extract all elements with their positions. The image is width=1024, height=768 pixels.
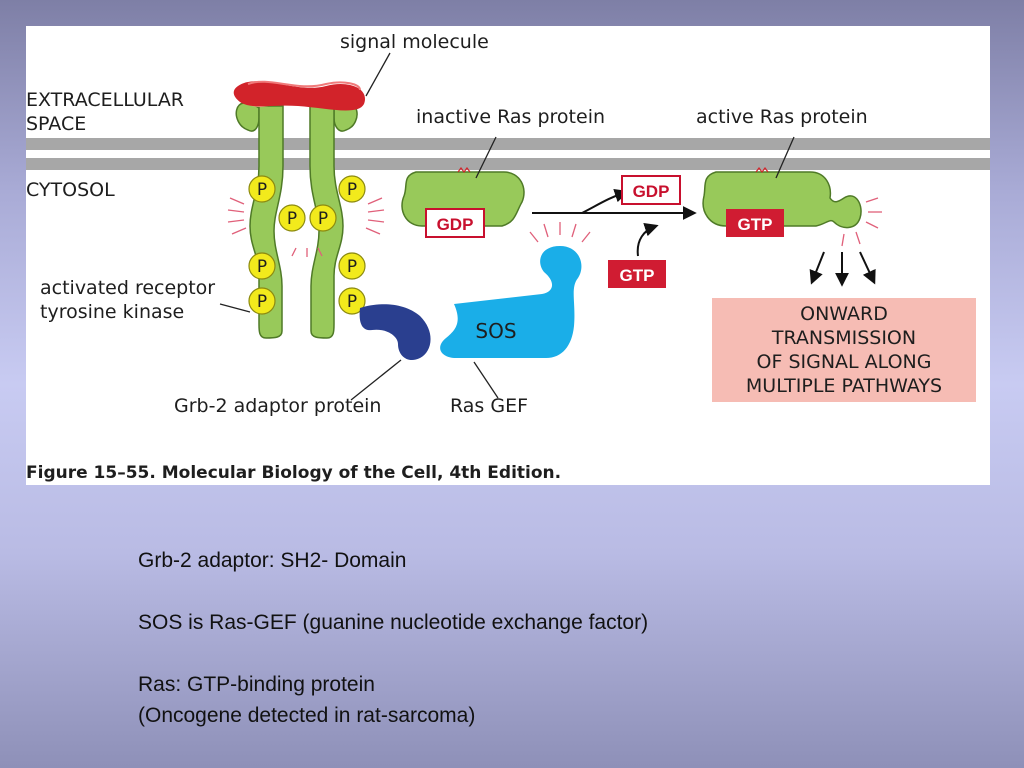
grb2-adaptor-protein	[350, 304, 431, 401]
onward-arrows	[809, 251, 876, 287]
receptor-label-2: tyrosine kinase	[40, 301, 184, 323]
note-grb2: Grb-2 adaptor: SH2- Domain	[138, 549, 407, 572]
phosphate-8: P	[338, 287, 366, 315]
note-sos: SOS is Ras-GEF (guanine nucleotide excha…	[138, 611, 649, 634]
notes-text: Grb-2 adaptor: SH2- Domain SOS is Ras-GE…	[138, 545, 898, 731]
svg-text:TRANSMISSION: TRANSMISSION	[771, 327, 916, 349]
gtp-box-active: GTP	[738, 215, 773, 234]
figure-caption: Figure 15–55. Molecular Biology of the C…	[26, 463, 561, 483]
ras-gef-label: Ras GEF	[450, 395, 528, 417]
inactive-ras-protein: GDP	[401, 136, 525, 238]
svg-text:P: P	[347, 257, 357, 277]
phosphate-4: P	[309, 204, 337, 232]
svg-text:P: P	[347, 292, 357, 312]
phosphate-1: P	[248, 175, 276, 203]
extracellular-label-1: EXTRACELLULAR	[26, 89, 184, 111]
grb2-label: Grb-2 adaptor protein	[174, 395, 381, 417]
note-ras-line1: Ras: GTP-binding protein	[138, 673, 375, 696]
plasma-membrane	[26, 138, 990, 170]
active-ras-protein: GTP	[702, 136, 882, 247]
svg-text:P: P	[257, 292, 267, 312]
phosphate-5: P	[248, 252, 276, 280]
signal-molecule	[233, 52, 391, 111]
gtp-incoming: GTP	[608, 260, 666, 288]
svg-text:MULTIPLE PATHWAYS: MULTIPLE PATHWAYS	[746, 375, 942, 397]
onward-transmission-box: ONWARD TRANSMISSION OF SIGNAL ALONG MULT…	[712, 298, 976, 402]
extracellular-label-2: SPACE	[26, 113, 86, 135]
sos-label: SOS	[475, 319, 516, 343]
receptor-activation-rays	[227, 197, 385, 257]
svg-text:P: P	[347, 180, 357, 200]
svg-text:P: P	[318, 209, 328, 229]
svg-text:P: P	[257, 180, 267, 200]
phosphate-2: P	[338, 175, 366, 203]
phosphate-6: P	[338, 252, 366, 280]
svg-text:P: P	[257, 257, 267, 277]
svg-text:ONWARD: ONWARD	[800, 303, 888, 325]
svg-text:OF SIGNAL ALONG: OF SIGNAL ALONG	[757, 351, 932, 373]
svg-text:P: P	[287, 209, 297, 229]
gdp-box-inactive: GDP	[437, 215, 474, 234]
phosphate-3: P	[278, 204, 306, 232]
inactive-ras-label: inactive Ras protein	[416, 106, 605, 128]
svg-text:GDP: GDP	[633, 182, 670, 201]
svg-text:GTP: GTP	[620, 266, 655, 285]
cytosol-label: CYTOSOL	[26, 179, 115, 201]
active-ras-label: active Ras protein	[696, 106, 868, 128]
phosphate-7: P	[248, 287, 276, 315]
note-ras: Ras: GTP-binding protein (Oncogene detec…	[138, 669, 898, 731]
gdp-released: GDP	[621, 175, 681, 205]
figure-panel: P P P P P P P P SOS GDP	[26, 26, 990, 485]
note-ras-line2: (Oncogene detected in rat-sarcoma)	[138, 704, 476, 727]
sos-ras-gef: SOS	[440, 222, 591, 399]
phosphate-groups: P P P P P P P P	[248, 175, 366, 315]
receptor-label-1: activated receptor	[40, 277, 215, 299]
signal-molecule-label: signal molecule	[340, 31, 489, 53]
